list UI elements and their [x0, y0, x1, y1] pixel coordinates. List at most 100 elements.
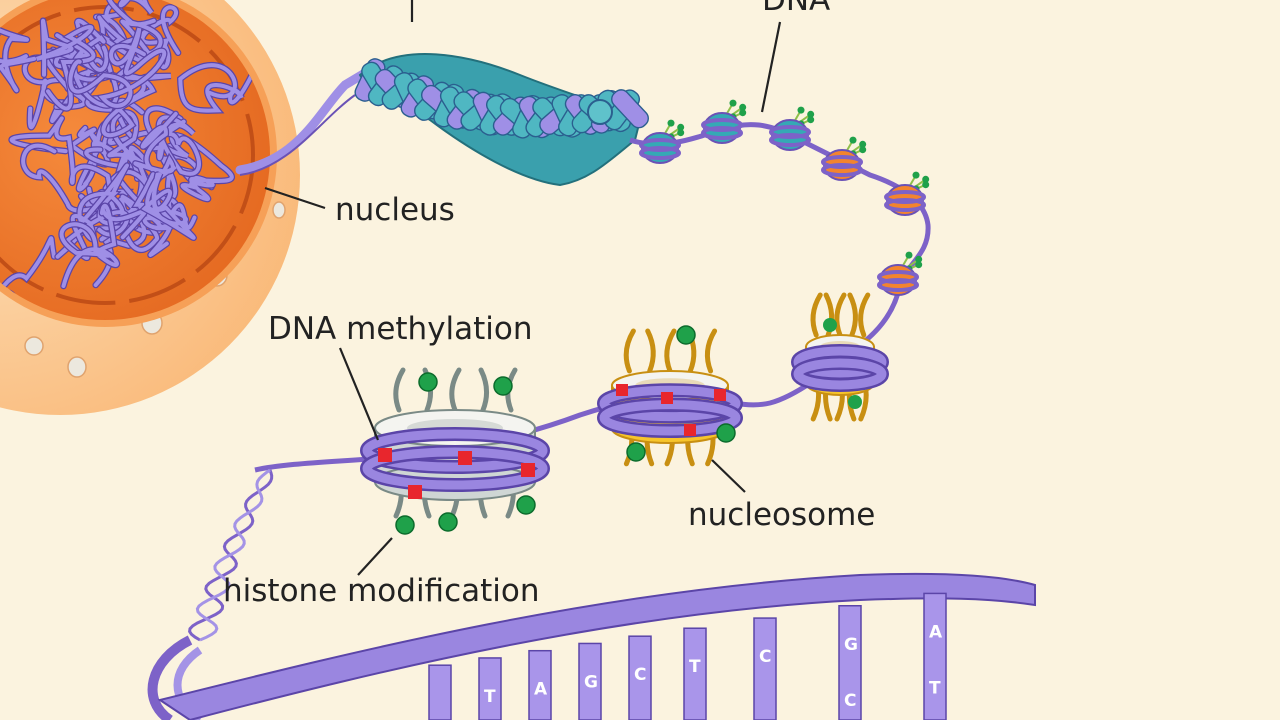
modification-ball [493, 376, 513, 396]
modification-ball [912, 171, 920, 179]
label-histone-modification: histone modification [223, 573, 540, 609]
base-pair-rung [428, 664, 452, 720]
label-nucleus: nucleus [335, 192, 455, 228]
modification-ball [859, 140, 867, 148]
modification-ball [676, 325, 696, 345]
modification-ball [739, 103, 747, 111]
modification-ball [677, 129, 685, 137]
base-pair-rung [923, 592, 947, 720]
small-nucleosome [639, 119, 685, 164]
label-dna-methylation: DNA methylation [268, 311, 533, 347]
dna-wrap [884, 198, 926, 212]
base-letter-upper: A [929, 622, 943, 642]
base-letter-lower: T [929, 678, 941, 698]
fiber-end-cap [587, 99, 613, 125]
modification-ball [848, 395, 862, 409]
helix-strand-b [195, 468, 271, 642]
base-letter-upper: T [689, 657, 701, 677]
chromatin-loop [64, 163, 129, 260]
nucleosome-yellow [597, 325, 743, 467]
modification-ball [716, 423, 736, 443]
base-letter-upper: G [584, 673, 598, 693]
small-nucleosome [769, 106, 815, 151]
histone-tail [858, 292, 871, 338]
large-nucleosomes [360, 292, 889, 535]
methyl-mark [714, 389, 726, 401]
base-letter-upper: A [534, 680, 548, 700]
base-letter-upper: C [634, 665, 646, 685]
modification-ball [807, 116, 815, 124]
nucleus [0, 0, 277, 327]
base-pair-rung [528, 649, 552, 720]
chromatin-mass [0, 0, 270, 320]
modification-ball [739, 109, 747, 117]
histone-tail [645, 328, 656, 374]
dna-wrap [793, 358, 887, 390]
label-dna: DNA [762, 0, 830, 18]
dna-wrap [769, 133, 811, 147]
modification-ball [677, 123, 685, 131]
dna-wrap [639, 146, 681, 160]
dna-wrap [877, 278, 919, 292]
helix-loop [147, 635, 193, 720]
modification-ball [823, 318, 837, 332]
modification-ball [395, 515, 415, 535]
fiber-coil [611, 89, 649, 129]
modification-ball [797, 106, 805, 114]
methyl-mark [458, 451, 472, 465]
chromatin-loop [59, 203, 147, 288]
base-pair-rung [478, 657, 502, 720]
chromatin-loop [94, 3, 181, 70]
methyl-mark [408, 485, 422, 499]
methyl-mark [378, 448, 392, 462]
modification-ball [922, 181, 930, 189]
nuclear-pores [0, 5, 255, 305]
methyl-mark [684, 424, 696, 436]
small-nucleosome [884, 171, 930, 216]
small-nucleosome [877, 251, 923, 296]
histone-tail [810, 292, 823, 338]
chromatin-strand-edge [239, 94, 356, 176]
modification-ball [516, 495, 536, 515]
histone-tail [393, 367, 406, 413]
leader-nucleus [264, 186, 326, 210]
chromatin-loop [106, 0, 187, 55]
modification-ball [626, 442, 646, 462]
modification-ball [915, 255, 923, 263]
base-pair-rung [578, 642, 602, 720]
methylated-nucleosome [360, 367, 550, 535]
leader-histone-modification [357, 537, 393, 576]
base-pair-rung [753, 617, 777, 720]
chromatin-loop [0, 2, 37, 93]
modification-ball [915, 261, 923, 269]
modification-ball [849, 136, 857, 144]
chromatin-loop [85, 64, 172, 138]
dna-wrap [362, 429, 548, 472]
chromatin-loop [68, 27, 167, 108]
ladder-backbone-upper [157, 572, 1036, 720]
modification-ball [905, 251, 913, 259]
modification-ball [859, 146, 867, 154]
base-letter-upper: G [844, 635, 858, 655]
dna-wrap [701, 126, 743, 140]
leader-nucleosome [711, 459, 746, 493]
methyl-mark [616, 384, 628, 396]
dna-wrap [599, 385, 741, 422]
modification-ball [729, 99, 737, 107]
dna-wrap [821, 163, 863, 177]
modification-ball [922, 175, 930, 183]
histone-tail [623, 328, 636, 374]
dna-wrap [599, 400, 741, 436]
histone-tail [664, 328, 677, 374]
small-nucleosome [701, 99, 747, 144]
histone-tail [478, 367, 489, 413]
nucleosome-chain [639, 99, 930, 296]
histone-tail [847, 292, 858, 338]
histone-tail [704, 328, 718, 374]
base-letter-upper: C [759, 647, 771, 667]
nucleosome-yellow-small [791, 292, 889, 422]
leader-dna-methylation [338, 347, 380, 441]
condensed-chromatin-fiber [354, 53, 649, 187]
